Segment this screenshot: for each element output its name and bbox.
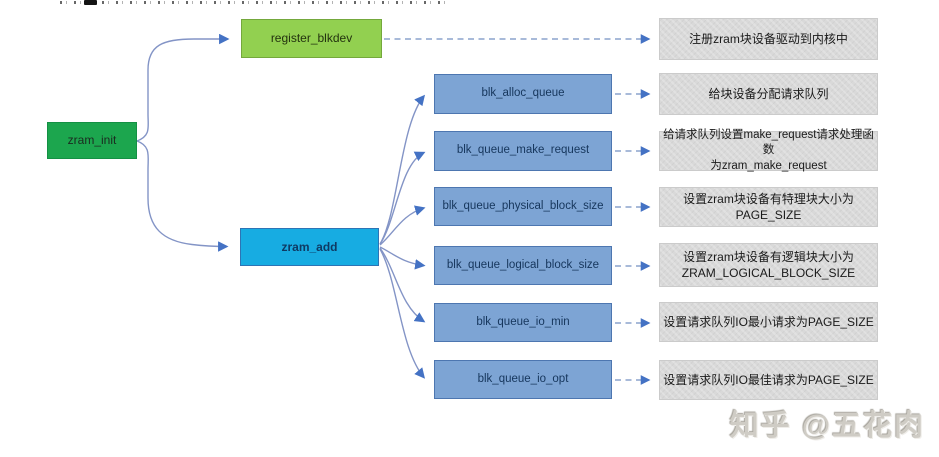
node-label: zram_init xyxy=(67,133,117,148)
clipped-title-fragments xyxy=(60,1,446,4)
clipped-title-bold-mark xyxy=(84,0,97,5)
node-blk-queue-io-opt: blk_queue_io_opt xyxy=(434,360,612,399)
node-label: blk_queue_io_opt xyxy=(477,372,569,385)
node-register-blkdev: register_blkdev xyxy=(241,19,382,58)
zram-init-branches xyxy=(136,33,230,252)
node-label: register_blkdev xyxy=(270,31,353,46)
node-zram-add: zram_add xyxy=(240,228,379,266)
note-text: 给请求队列设置make_request请求处理函数 为zram_make_req… xyxy=(663,128,874,172)
note-blk-queue-make-request: 给请求队列设置make_request请求处理函数 为zram_make_req… xyxy=(659,129,878,172)
zhihu-watermark: 知乎 @五花肉 xyxy=(729,410,925,442)
node-blk-queue-physical-block-size: blk_queue_physical_block_size xyxy=(434,187,612,226)
note-blk-alloc-queue: 给块设备分配请求队列 xyxy=(659,73,878,115)
note-text: 设置zram块设备有特理块大小为PAGE_SIZE xyxy=(683,191,854,222)
node-blk-queue-io-min: blk_queue_io_min xyxy=(434,303,612,342)
node-blk-alloc-queue: blk_alloc_queue xyxy=(434,74,612,114)
node-label: blk_queue_logical_block_size xyxy=(446,258,600,271)
note-text: 给块设备分配请求队列 xyxy=(708,86,829,101)
node-label: blk_alloc_queue xyxy=(481,87,565,100)
note-blk-queue-io-min: 设置请求队列IO最小请求为PAGE_SIZE xyxy=(659,302,878,342)
note-blk-queue-logical-block-size: 设置zram块设备有逻辑块大小为 ZRAM_LOGICAL_BLOCK_SIZE xyxy=(659,243,878,287)
note-text: 设置zram块设备有逻辑块大小为 ZRAM_LOGICAL_BLOCK_SIZE xyxy=(681,249,856,280)
note-blk-queue-physical-block-size: 设置zram块设备有特理块大小为PAGE_SIZE xyxy=(659,187,878,227)
node-label: blk_queue_make_request xyxy=(456,144,590,157)
node-label: blk_queue_io_min xyxy=(476,315,570,328)
node-label: zram_add xyxy=(281,239,338,254)
node-blk-queue-make-request: blk_queue_make_request xyxy=(434,131,612,171)
node-zram-init: zram_init xyxy=(47,122,137,159)
node-blk-queue-logical-block-size: blk_queue_logical_block_size xyxy=(434,246,612,285)
note-register-blkdev: 注册zram块设备驱动到内核中 xyxy=(659,18,878,60)
note-text: 设置请求队列IO最小请求为PAGE_SIZE xyxy=(663,314,874,329)
zram-add-fan xyxy=(379,94,426,379)
note-text: 设置请求队列IO最佳请求为PAGE_SIZE xyxy=(663,372,874,387)
note-blk-queue-io-opt: 设置请求队列IO最佳请求为PAGE_SIZE xyxy=(659,360,878,400)
note-text: 注册zram块设备驱动到内核中 xyxy=(689,31,848,46)
node-label: blk_queue_physical_block_size xyxy=(442,199,604,212)
